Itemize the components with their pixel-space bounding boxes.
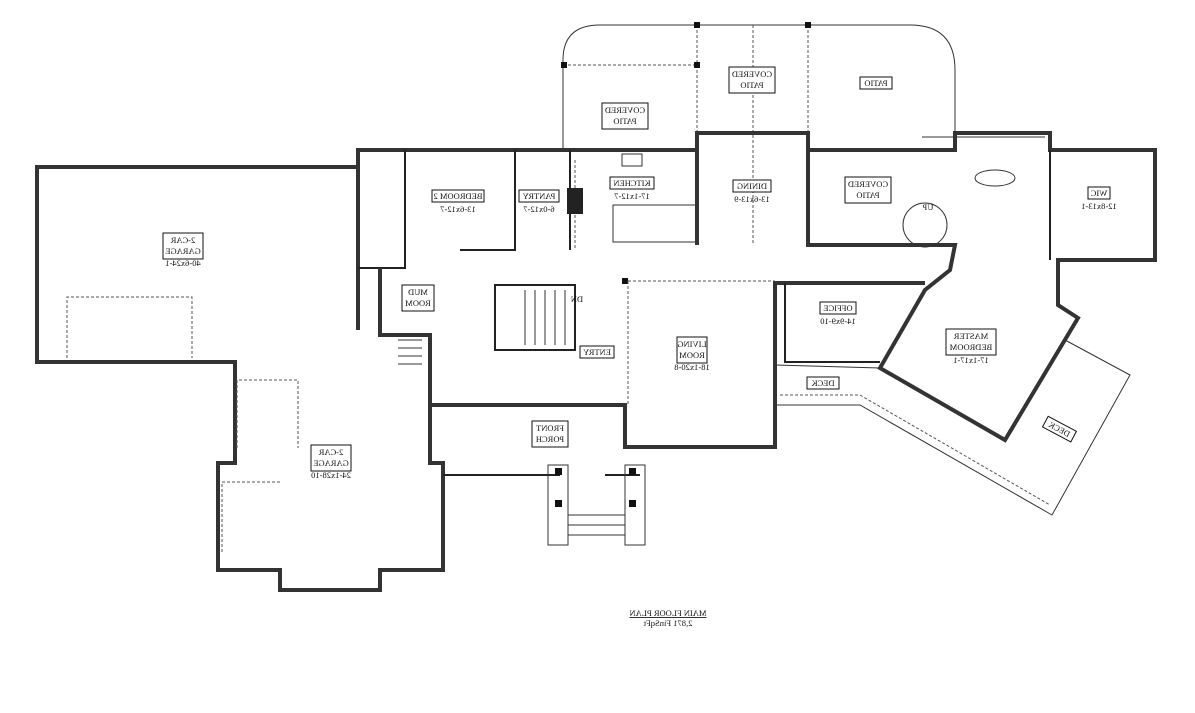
room-label-pantry: PANTRY 6-0x12-7 [518, 189, 560, 214]
svg-text:COVERED: COVERED [605, 105, 645, 115]
svg-text:GARAGE: GARAGE [165, 246, 200, 256]
room-label-patio: PATIO [859, 76, 893, 90]
svg-text:14-9x9-10: 14-9x9-10 [820, 316, 855, 326]
svg-text:2-CAR: 2-CAR [318, 447, 343, 457]
svg-text:WIC: WIC [1090, 188, 1107, 198]
svg-text:KITCHEN: KITCHEN [613, 178, 650, 188]
stairs-up-label: UP [922, 202, 933, 212]
svg-text:40-6x24-1: 40-6x24-1 [165, 258, 200, 268]
room-label-wic: WIC 12-8x13-1 [1081, 186, 1117, 211]
svg-text:DINING: DINING [737, 181, 767, 191]
stairs: DN UP [524, 202, 933, 345]
svg-text:PATIO: PATIO [856, 190, 879, 200]
svg-text:PATIO: PATIO [613, 116, 636, 126]
room-label-living-room: LIVING ROOM 18-1x20-8 [674, 336, 710, 372]
svg-text:13-6x12-7: 13-6x12-7 [440, 204, 475, 214]
svg-text:MAIN FLOOR PLAN: MAIN FLOOR PLAN [630, 608, 707, 618]
plan-title: MAIN FLOOR PLAN 2,871 FinSqFt [630, 608, 707, 628]
room-label-deck-small: DECK [806, 376, 840, 390]
front-porch-outline [398, 339, 646, 546]
svg-text:PANTRY: PANTRY [523, 191, 556, 201]
svg-text:PORCH: PORCH [536, 434, 564, 444]
svg-text:LIVING: LIVING [677, 339, 706, 349]
room-label-bedroom-2: BEDROOM 2 13-6x12-7 [431, 189, 485, 214]
svg-text:GARAGE: GARAGE [313, 458, 348, 468]
room-label-covered-patio-3: COVERED PATIO [844, 176, 892, 204]
svg-text:FRONT: FRONT [535, 423, 564, 433]
svg-text:17-1x12-7: 17-1x12-7 [614, 191, 649, 201]
room-label-deck-large: DECK [1041, 415, 1078, 443]
svg-text:6-0x12-7: 6-0x12-7 [523, 204, 554, 214]
svg-text:BEDROOM 2: BEDROOM 2 [434, 191, 483, 201]
svg-text:ENTRY: ENTRY [583, 347, 611, 357]
room-label-master-bedroom: MASTER BEDROOM 17-1x17-1 [945, 328, 997, 365]
svg-text:17-1x17-1: 17-1x17-1 [953, 355, 988, 365]
svg-text:12-8x13-1: 12-8x13-1 [1081, 201, 1116, 211]
svg-text:13-6x13-9: 13-6x13-9 [734, 194, 769, 204]
room-label-mud-room: MUD ROOM [401, 284, 435, 312]
room-label-front-porch: FRONT PORCH [531, 420, 569, 448]
svg-text:PATIO: PATIO [864, 78, 887, 88]
room-label-covered-patio-2: COVERED PATIO [728, 66, 776, 94]
svg-text:2,871 FinSqFt: 2,871 FinSqFt [643, 618, 692, 628]
room-label-garage-b: 2-CAR GARAGE 24-1x28-10 [310, 444, 352, 480]
room-label-entry: ENTRY [579, 345, 615, 359]
room-label-kitchen: KITCHEN 17-1x12-7 [609, 176, 655, 201]
svg-text:DECK: DECK [811, 378, 835, 388]
room-label-dining: DINING 13-6x13-9 [732, 179, 772, 204]
svg-text:24-1x28-10: 24-1x28-10 [311, 470, 351, 480]
svg-text:COVERED: COVERED [732, 69, 772, 79]
garage-walls [35, 165, 445, 592]
svg-text:2-CAR: 2-CAR [170, 235, 195, 245]
deck-outline [774, 339, 1131, 516]
svg-text:OFFICE: OFFICE [823, 303, 852, 313]
room-label-covered-patio-1: COVERED PATIO [601, 102, 649, 130]
room-label-office: OFFICE 14-9x9-10 [819, 301, 857, 326]
svg-text:ROOM: ROOM [405, 298, 431, 308]
svg-text:PATIO: PATIO [740, 80, 763, 90]
svg-text:ROOM: ROOM [679, 350, 705, 360]
stairs-down-label: DN [571, 294, 583, 304]
svg-text:COVERED: COVERED [848, 179, 888, 189]
svg-text:MASTER: MASTER [953, 331, 988, 341]
svg-text:BEDROOM: BEDROOM [949, 342, 992, 352]
svg-text:MUD: MUD [408, 287, 428, 297]
house-walls [356, 131, 1157, 449]
svg-text:18-1x20-8: 18-1x20-8 [674, 362, 709, 372]
room-label-garage-a: 2-CAR GARAGE 40-6x24-1 [162, 232, 204, 268]
